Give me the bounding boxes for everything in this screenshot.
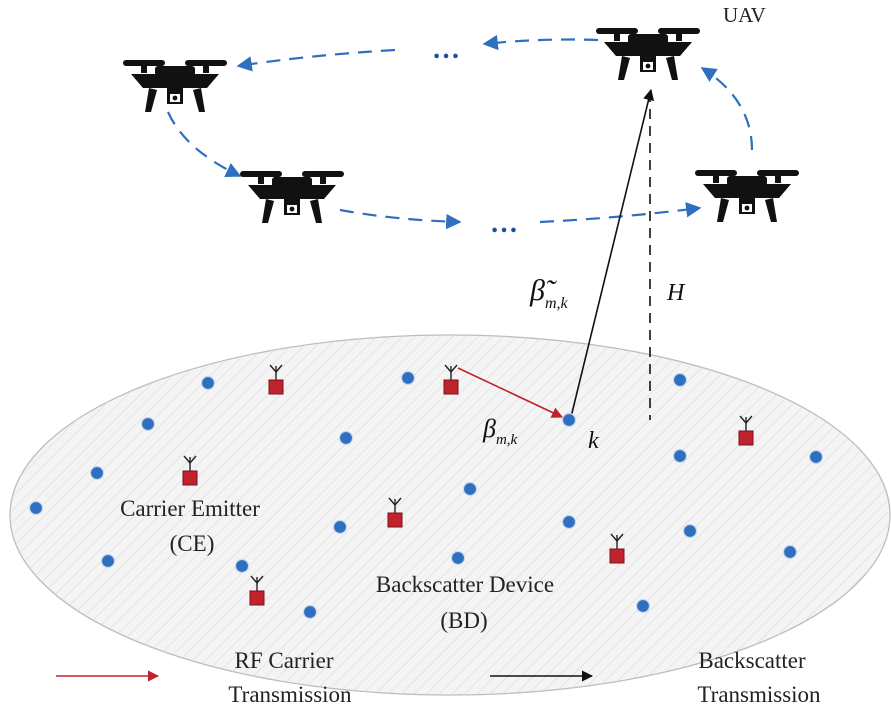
bd-dot xyxy=(332,519,348,535)
bd-dot xyxy=(200,375,216,391)
rf-link-arrow xyxy=(457,367,564,418)
backscatter-link-arrow xyxy=(570,88,655,418)
backscatter-device-label: Backscatter Device xyxy=(376,572,554,597)
bd-dot xyxy=(635,598,651,614)
beta-tilde-subscript: m,k xyxy=(545,295,569,312)
bd-dot xyxy=(450,550,466,566)
legend-bs-line1: Backscatter xyxy=(698,648,806,673)
beta-symbol: β xyxy=(482,414,496,443)
trajectory-segment-right xyxy=(700,67,754,151)
uav-label: UAV xyxy=(723,3,766,27)
bd-dot xyxy=(338,430,354,446)
bd-dot xyxy=(682,523,698,539)
trajectory-segment-left xyxy=(166,111,242,178)
bd-abbr-label: (BD) xyxy=(440,608,487,633)
legend-bs-line2: Transmission xyxy=(697,682,821,707)
bd-dot xyxy=(89,465,105,481)
legend: RF Carrier Transmission Backscatter Tran… xyxy=(56,648,821,707)
uav-right-icon xyxy=(695,170,799,222)
uav-left-icon xyxy=(123,60,227,112)
ground-hatching xyxy=(10,335,890,695)
trajectory-segment-top-right xyxy=(482,34,599,51)
rf-channel-label: βm,k xyxy=(482,414,518,448)
carrier-emitter-label: Carrier Emitter xyxy=(120,496,260,521)
ellipsis-top: … xyxy=(432,34,460,65)
bd-dot xyxy=(808,449,824,465)
bd-dot xyxy=(28,500,44,516)
trajectory-segment-bottom-left xyxy=(339,208,462,230)
bd-dot xyxy=(462,481,478,497)
uav-lower-left-icon xyxy=(240,171,344,223)
bd-dot xyxy=(782,544,798,560)
height-label: H xyxy=(666,280,686,306)
bd-dot xyxy=(140,416,156,432)
uav-trajectory xyxy=(166,34,754,230)
trajectory-segment-top-left xyxy=(236,48,396,72)
bd-dot xyxy=(302,604,318,620)
backscatter-channel-label: β̃m,k xyxy=(529,274,569,312)
ce-abbr-label: (CE) xyxy=(170,531,215,556)
bd-dot xyxy=(561,514,577,530)
uav-main-icon xyxy=(596,28,700,80)
bd-dot xyxy=(234,558,250,574)
bd-dot xyxy=(672,448,688,464)
ellipsis-bottom: … xyxy=(490,208,518,239)
bd-dot xyxy=(672,372,688,388)
backscatter-devices xyxy=(28,370,824,620)
beta-subscript: m,k xyxy=(496,432,518,448)
legend-rf-line1: RF Carrier xyxy=(234,648,333,673)
device-index-label: k xyxy=(588,428,599,454)
bd-dot xyxy=(400,370,416,386)
bd-dot xyxy=(100,553,116,569)
bd-dot-k xyxy=(561,412,577,428)
legend-rf-line2: Transmission xyxy=(228,682,352,707)
